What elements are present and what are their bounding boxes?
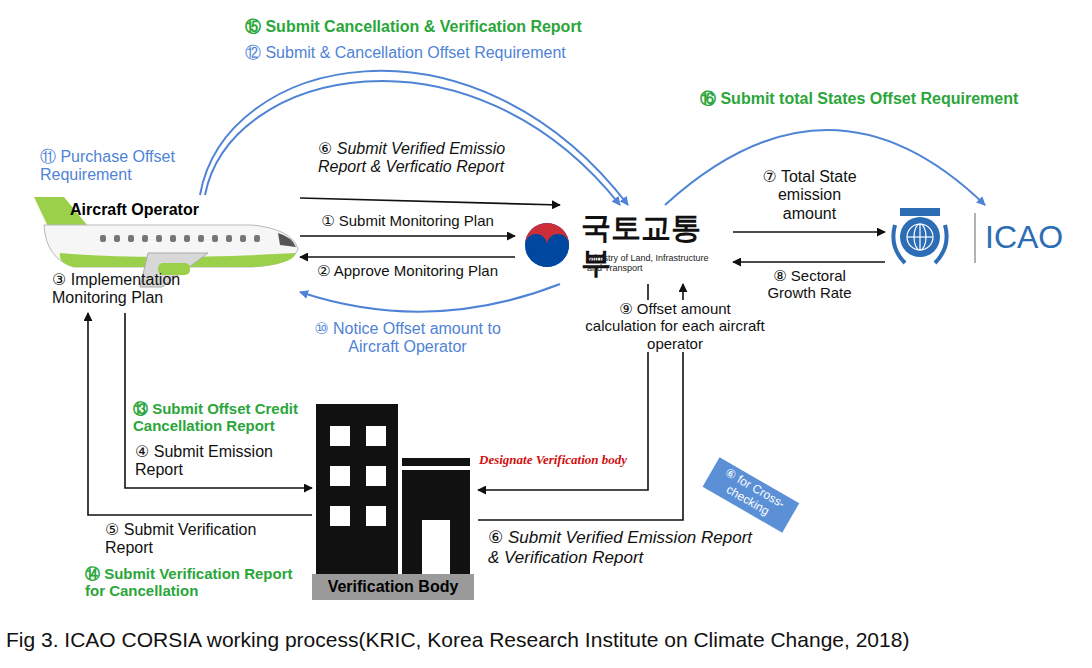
node-text: Verification Body [312,574,474,600]
annotation: ⑬ Submit Offset Credit Cancellation Repo… [133,400,311,435]
edge-label: ⑩ Notice Offset amount to Aircraft Opera… [300,320,515,357]
connector [205,81,620,205]
figure-caption: Fig 3. ICAO CORSIA working process(KRIC,… [6,628,909,652]
connector [300,198,560,205]
aircraft-operator: Aircraft Operator ③ Implementation Monito… [30,195,300,313]
edge-label: ⑥ Submit Verified Emissio Report & Verfi… [318,140,550,177]
connector [300,235,515,237]
edge-label: ⑧ Sectoral Growth Rate [747,267,872,302]
icao-box: ICAO [885,205,1070,270]
edge-label: ⑥ Submit Verified Emission Report & Veri… [488,528,763,567]
icao-logo [885,205,983,270]
edge-label: ① Submit Monitoring Plan [305,212,510,229]
connector [88,313,312,515]
node-text: Ministry of Land, Infrastructure and Tra… [587,253,717,274]
node-text: Aircraft Operator [70,201,250,219]
annotation: ⑭ Submit Verification Report for Cancell… [85,565,311,600]
connector [200,71,628,205]
edge-label: ⑮ Submit Cancellation & Verification Rep… [245,18,582,36]
edge-label: ⑦ Total State emission amount [752,168,867,223]
connector [300,284,560,312]
edge-label: ⑤ Submit Verification Report [105,521,305,558]
connector [733,231,885,233]
edge-label: ⑫ Submit & Cancellation Offset Requireme… [245,44,566,62]
node-text: ICAO [985,219,1065,256]
callout-tag: ⑥ for Cross-checking [703,457,799,532]
edge-label: ② Approve Monitoring Plan [305,262,510,279]
edge-label: ⑯ Submit total States Offset Requirement [700,90,1018,108]
node-text: ③ Implementation Monitoring Plan [52,271,224,308]
connector [125,313,312,488]
ministry-logo [515,205,579,280]
annotation: ⑨ Offset amount calculation for each air… [585,300,765,352]
verification-body: Verification Body [312,402,478,607]
edge-label: Designate Verification body [479,453,645,468]
ministry-box: 국토교통부Ministry of Land, Infrastructure an… [515,205,733,284]
annotation: ⑪ Purchase Offset Requirement [40,148,205,185]
connector [733,261,885,263]
connector [300,256,515,258]
edge-label: ④ Submit Emission Report [135,443,307,480]
